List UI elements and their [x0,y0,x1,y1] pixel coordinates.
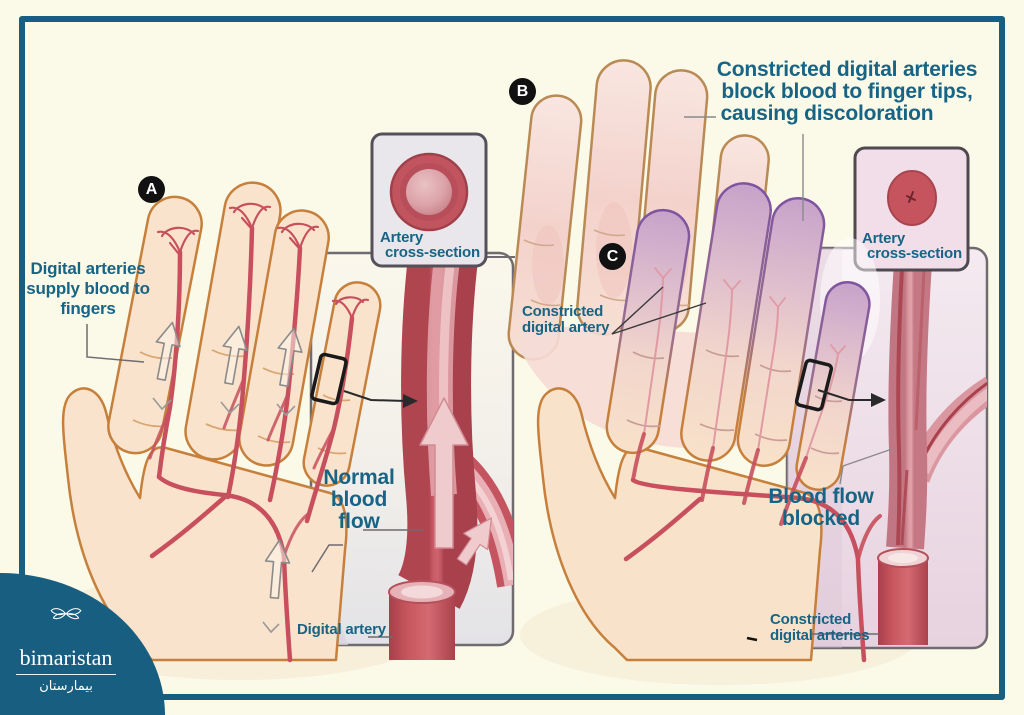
normal-blood-flow-label: Normal blood flow [317,467,401,533]
right-artery-cross-section-inset [853,146,970,272]
constricted-digital-arteries [643,267,846,459]
magnified-region-marker [794,358,834,412]
palm-arteries [623,432,882,663]
vessel-label: Digital artery [297,621,386,638]
logo-wordmark: bimaristan [19,645,113,670]
badge-letter: C [606,247,619,265]
annotation-line: supply blood to [26,279,150,298]
inset-label-line: cross-section [867,245,962,262]
right-leader-lines [611,116,893,642]
badge-c: C [599,243,626,270]
logo-content: bimaristan بيمارستان [0,573,132,715]
flow-label-line: Normal [323,466,395,489]
flow-label-line: flow [338,510,380,533]
right-marker-arrow [817,389,886,407]
left-marker-arrow [343,390,418,408]
finger-creases [626,349,843,455]
badge-b: B [509,78,536,105]
constricted-digital-artery-label: Constricted digital artery [522,304,609,336]
annotation-line: fingers [60,299,116,318]
digital-artery-label: Digital artery [297,621,386,638]
flow-label-line: blocked [782,507,860,530]
fingertip-artery-network [156,202,370,320]
normal-artery-illustration [311,253,513,645]
digital-artery-cut-cylinder [388,580,456,660]
title-line: causing discoloration [720,102,934,125]
right-inset-label: Artery cross-section [862,231,962,261]
blood-flow-blocked-label: Blood flow blocked [756,486,886,530]
main-title: Constricted digital arteries block blood… [702,59,992,125]
label-line: digital artery [522,319,610,336]
left-leader-lines [86,324,424,638]
double-leaf-icon [50,608,82,620]
digital-arteries [148,202,370,663]
badge-a: A [138,176,165,203]
label-line: Constricted [770,611,852,628]
inset-label-line: Artery [380,229,423,246]
title-line: block blood to finger tips, [721,80,973,103]
constricted-digital-arteries-label: Constricted digital arteries [770,611,870,644]
logo-divider [16,674,116,675]
badge-letter: B [516,82,529,100]
left-inset-label: Artery cross-section [380,230,480,260]
digital-arteries-annotation: Digital arteries supply blood to fingers [22,259,154,319]
left-artery-cross-section-inset [370,132,515,268]
flow-label-line: blood [330,488,388,511]
label-line: Constricted [522,303,604,320]
inset-label-line: Artery [862,230,905,247]
flow-chevrons [152,397,296,634]
blood-flow-direction-arrows [155,321,303,600]
label-line: digital arteries [770,627,870,644]
flow-label-line: Blood flow [768,485,874,508]
magnified-region-marker [310,352,348,406]
title-line: Constricted digital arteries [716,58,978,81]
inset-label-line: cross-section [385,244,480,261]
annotation-line: Digital arteries [30,259,146,278]
hand-a-illustration [61,181,382,663]
logo-arabic-wordmark: بيمارستان [39,679,93,694]
badge-letter: A [145,180,158,198]
hand-c-illustration [536,182,882,663]
